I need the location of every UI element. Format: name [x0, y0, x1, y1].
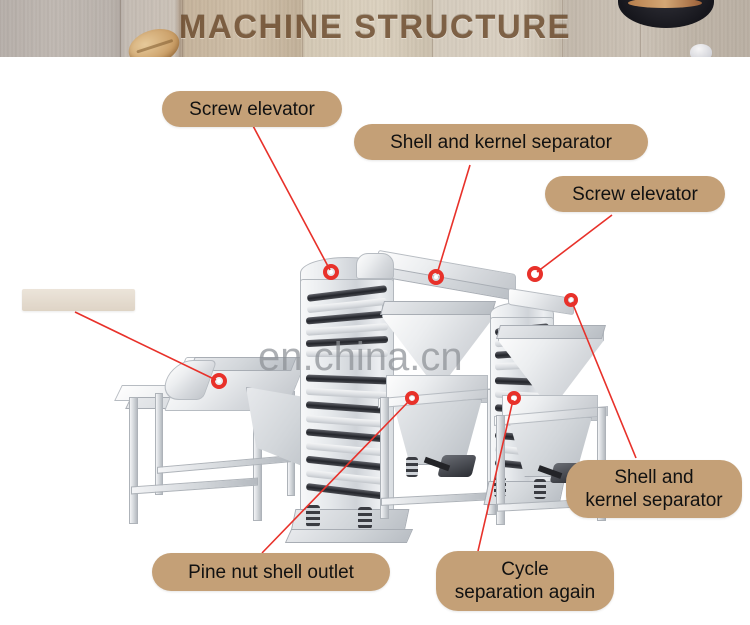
damper-spring — [358, 507, 372, 529]
callout-blank-left[interactable] — [22, 289, 135, 311]
callout-label-text: Shell and kernel separator — [390, 131, 612, 153]
damper-spring — [306, 505, 320, 527]
banner-header: MACHINE STRUCTURE — [0, 0, 750, 57]
callout-pine-nut-shell-outlet[interactable]: Pine nut shell outlet — [152, 553, 390, 591]
work-table-leg — [129, 397, 138, 524]
white-nut-icon — [690, 44, 712, 57]
callout-label-text-line1: Shell and — [614, 467, 694, 488]
plank-divider — [640, 0, 641, 57]
separator-left-brace — [381, 492, 493, 506]
callout-label-text: Pine nut shell outlet — [188, 561, 354, 583]
callout-screw-elevator-left[interactable]: Screw elevator — [162, 91, 342, 127]
work-table-brace — [157, 455, 291, 474]
damper-spring — [406, 457, 418, 477]
page-title: MACHINE STRUCTURE — [178, 8, 572, 45]
plank-divider — [432, 0, 433, 57]
plank-divider — [562, 0, 563, 57]
plank-divider — [120, 0, 121, 57]
site-watermark: en.china.cn — [258, 335, 463, 379]
callout-label-text-line2: kernel separator — [585, 490, 723, 511]
callout-label-text: Screw elevator — [572, 183, 698, 205]
cross-conveyor-elbow — [356, 253, 394, 279]
separator-right-hopper-rim — [495, 325, 607, 339]
callout-shell-kernel-separator-top[interactable]: Shell and kernel separator — [354, 124, 648, 160]
callout-label-text-line2: separation again — [454, 582, 596, 603]
callout-label-text: Screw elevator — [189, 98, 315, 120]
work-table-leg — [155, 393, 163, 495]
work-table-brace — [131, 477, 258, 495]
separator-left-hopper-rim — [379, 301, 497, 315]
damper-spring — [534, 479, 546, 499]
callout-shell-kernel-separator-right[interactable]: Shell and kernel separator — [566, 460, 742, 518]
floor-base-plate — [284, 529, 414, 543]
plank-divider — [182, 0, 183, 57]
callout-cycle-separation-again[interactable]: Cycle separation again — [436, 551, 614, 611]
callout-screw-elevator-right[interactable]: Screw elevator — [545, 176, 725, 212]
callout-label-text-line1: Cycle — [501, 559, 549, 580]
plank-divider — [302, 0, 303, 57]
